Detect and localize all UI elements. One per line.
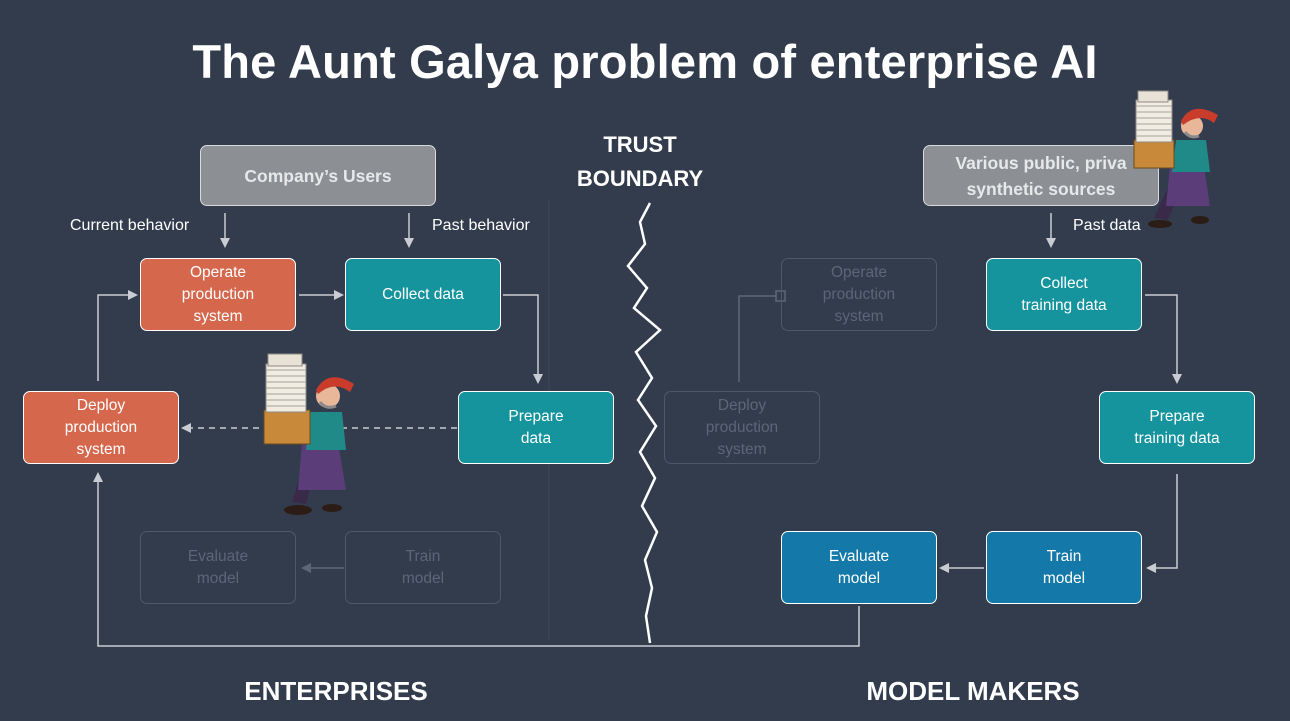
trust-boundary-label: TRUST BOUNDARY [560, 128, 720, 196]
model-makers-heading: MODEL MAKERS [866, 676, 1080, 706]
arrow-deploy-to-operate [97, 290, 138, 381]
arrow-collect-to-prepare-right [1145, 294, 1182, 384]
arrow-evaluate-to-deploy [93, 472, 860, 647]
past-data-label: Past data [1073, 217, 1141, 234]
evaluate-model-box: Evaluate model [781, 531, 937, 604]
collect-training-data-box: Collect training data [986, 258, 1142, 331]
arrow-deploy-to-operate-faded [738, 295, 776, 382]
arrow-prepare-to-train-right [1146, 474, 1178, 573]
train-model-box: Train model [986, 531, 1142, 604]
operate-production-system-box-faded: Operate production system [781, 258, 937, 331]
deploy-production-system-box-faded: Deploy production system [664, 391, 820, 464]
lightning-boundary [626, 202, 662, 644]
aunt-galya-illustration-right [1133, 90, 1218, 228]
evaluate-model-box-faded: Evaluate model [140, 531, 296, 604]
current-behavior-label: Current behavior [70, 217, 190, 234]
aunt-galya-illustration-left [263, 353, 354, 515]
trust-line-2: BOUNDARY [576, 166, 704, 191]
deploy-production-system-box: Deploy production system [23, 391, 179, 464]
past-behavior-label: Past behavior [432, 217, 530, 234]
enterprises-heading: ENTERPRISES [244, 676, 428, 706]
company-users-box: Company’s Users [200, 145, 436, 206]
trust-line-1: TRUST [603, 132, 677, 157]
arrow-collect-to-prepare [503, 294, 543, 384]
slide-title: The Aunt Galya problem of enterprise AI [192, 35, 1098, 88]
operate-production-system-box: Operate production system [140, 258, 296, 331]
prepare-training-data-box: Prepare training data [1099, 391, 1255, 464]
train-model-box-faded: Train model [345, 531, 501, 604]
prepare-data-box: Prepare data [458, 391, 614, 464]
connector-stub-faded [775, 290, 786, 302]
collect-data-box: Collect data [345, 258, 501, 331]
public-sources-box: Various public, priva synthetic sources [923, 145, 1159, 206]
